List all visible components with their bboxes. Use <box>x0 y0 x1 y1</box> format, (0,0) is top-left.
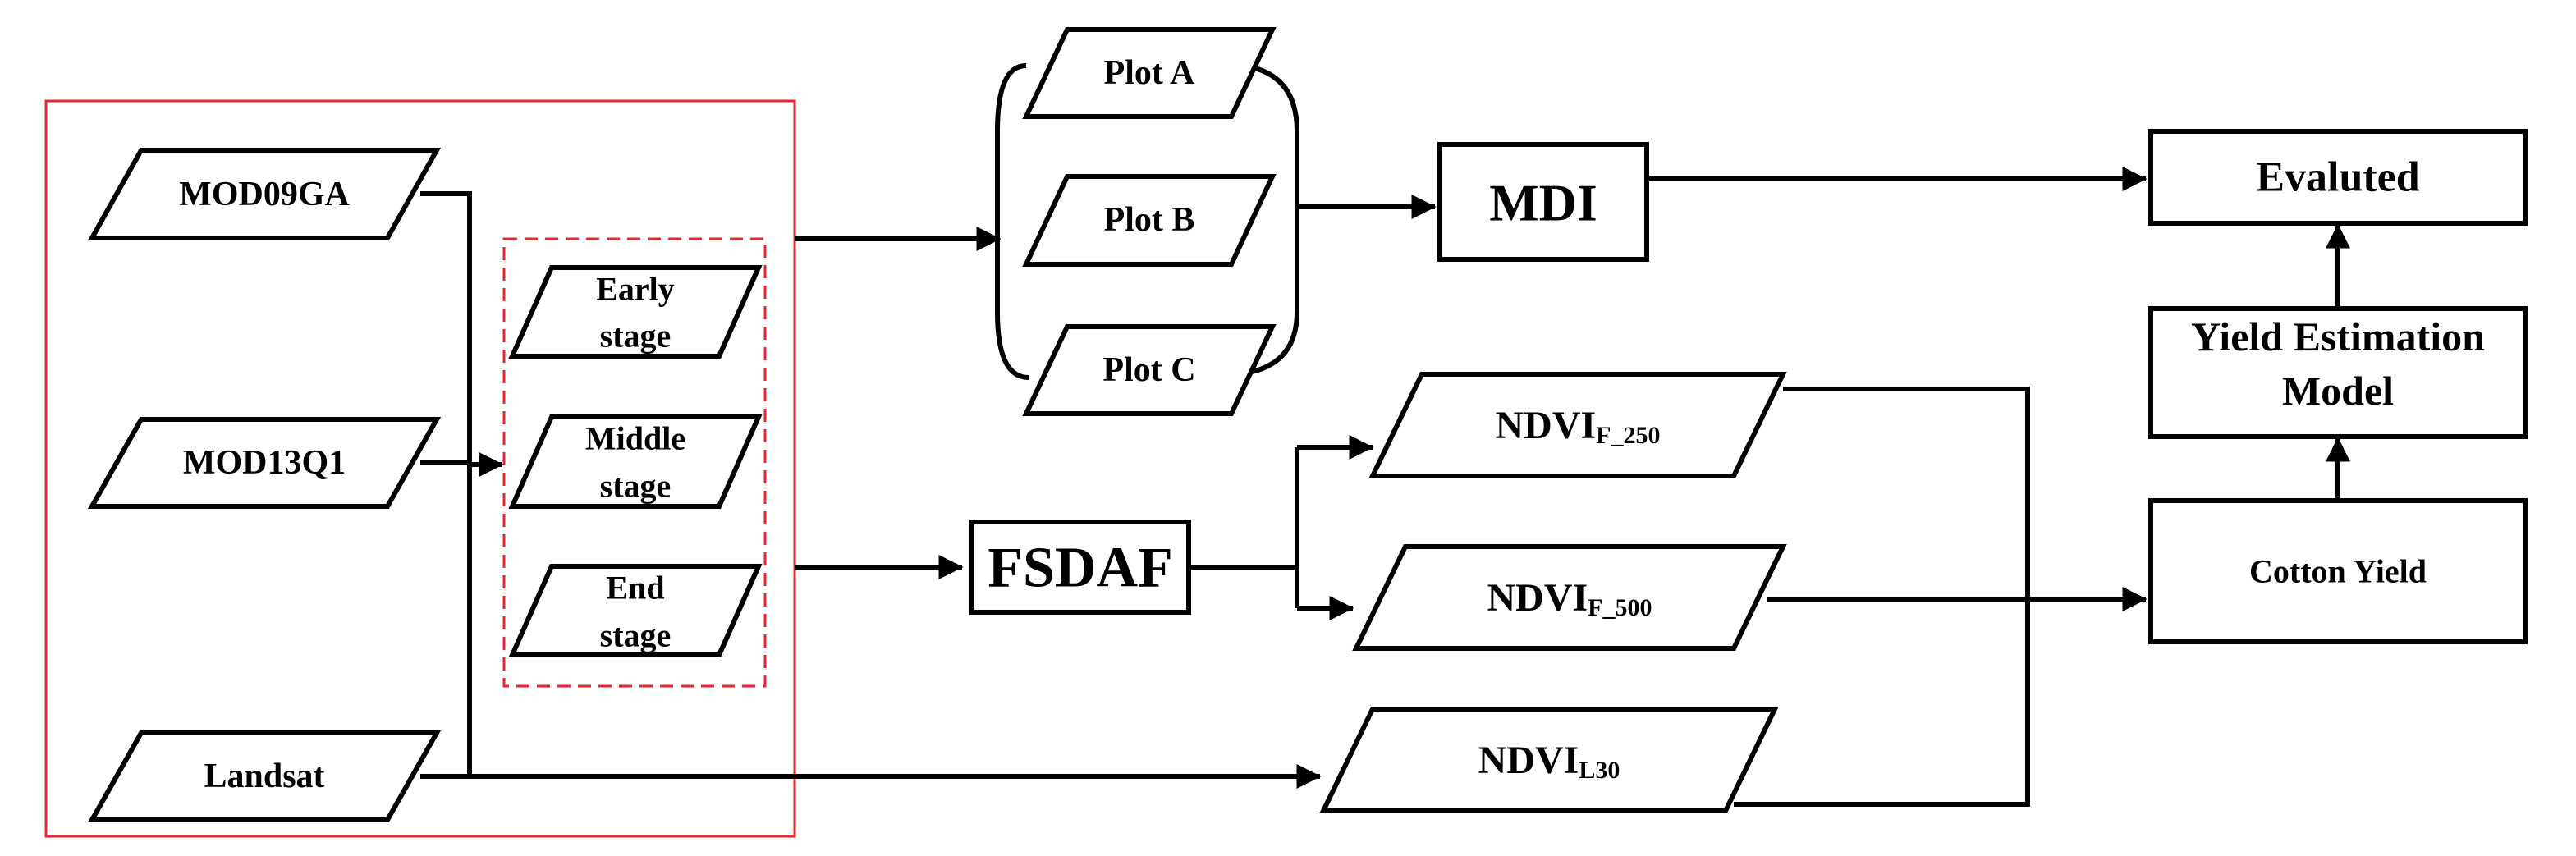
stage-early: Early stage <box>508 265 763 359</box>
ndvi-f500: NDVIF_500 <box>1352 544 1787 651</box>
stage-end-line1: End <box>606 570 664 607</box>
stage-middle: Middle stage <box>508 414 763 509</box>
cotton-yield-label: Cotton Yield <box>2249 553 2427 590</box>
ndvi-f250: NDVIF_250 <box>1368 372 1787 478</box>
ndvi-f500-label: NDVIF_500 <box>1487 576 1652 621</box>
plot-a-label: Plot A <box>1104 54 1195 92</box>
fsdaf-label: FSDAF <box>988 537 1173 600</box>
stage-middle-line2: stage <box>600 468 672 505</box>
ndvi-l30: NDVIL30 <box>1319 707 1779 813</box>
input-group-frame <box>44 99 796 838</box>
input-mod09ga-label: MOD09GA <box>179 176 350 213</box>
ndvi-f250-base: NDVI <box>1496 404 1597 447</box>
connectors <box>420 63 2350 807</box>
input-mod13q1: MOD13Q1 <box>87 417 442 509</box>
ndvi-f250-label: NDVIF_250 <box>1496 404 1661 449</box>
plot-c: Plot C <box>1022 324 1277 416</box>
input-landsat: Landsat <box>87 730 442 822</box>
ndvi-f500-base: NDVI <box>1487 576 1588 620</box>
mdi-label: MDI <box>1489 174 1597 232</box>
evaluated-box: Evaluted <box>2148 129 2528 226</box>
fsdaf-box: FSDAF <box>969 520 1191 615</box>
plot-a: Plot A <box>1022 27 1277 119</box>
ndvi-l30-label: NDVIL30 <box>1478 739 1620 784</box>
mdi-box: MDI <box>1437 142 1649 262</box>
plot-b-label: Plot B <box>1104 201 1195 239</box>
plot-b: Plot B <box>1022 174 1277 267</box>
yield-model-line1: Yield Estimation <box>2191 314 2485 359</box>
evaluated-label: Evaluted <box>2256 154 2419 201</box>
yield-model-box: Yield Estimation Model <box>2148 306 2528 439</box>
cotton-yield-box: Cotton Yield <box>2148 498 2528 644</box>
stage-end: End stage <box>508 564 763 657</box>
ndvi-l30-subscript: L30 <box>1579 757 1620 784</box>
stage-early-line2: stage <box>600 318 672 355</box>
ndvi-f250-subscript: F_250 <box>1596 422 1660 449</box>
input-landsat-label: Landsat <box>204 758 324 795</box>
ndvi-l30-base: NDVI <box>1478 739 1579 782</box>
plot-c-label: Plot C <box>1102 351 1195 389</box>
stage-early-line1: Early <box>596 271 675 308</box>
stage-end-line2: stage <box>600 617 672 654</box>
stage-middle-line1: Middle <box>585 420 685 457</box>
ndvi-f500-subscript: F_500 <box>1588 594 1652 621</box>
input-mod09ga: MOD09GA <box>87 148 442 240</box>
input-mod13q1-label: MOD13Q1 <box>183 444 346 482</box>
stage-group-frame <box>502 237 767 688</box>
yield-model-line2: Model <box>2282 368 2394 414</box>
